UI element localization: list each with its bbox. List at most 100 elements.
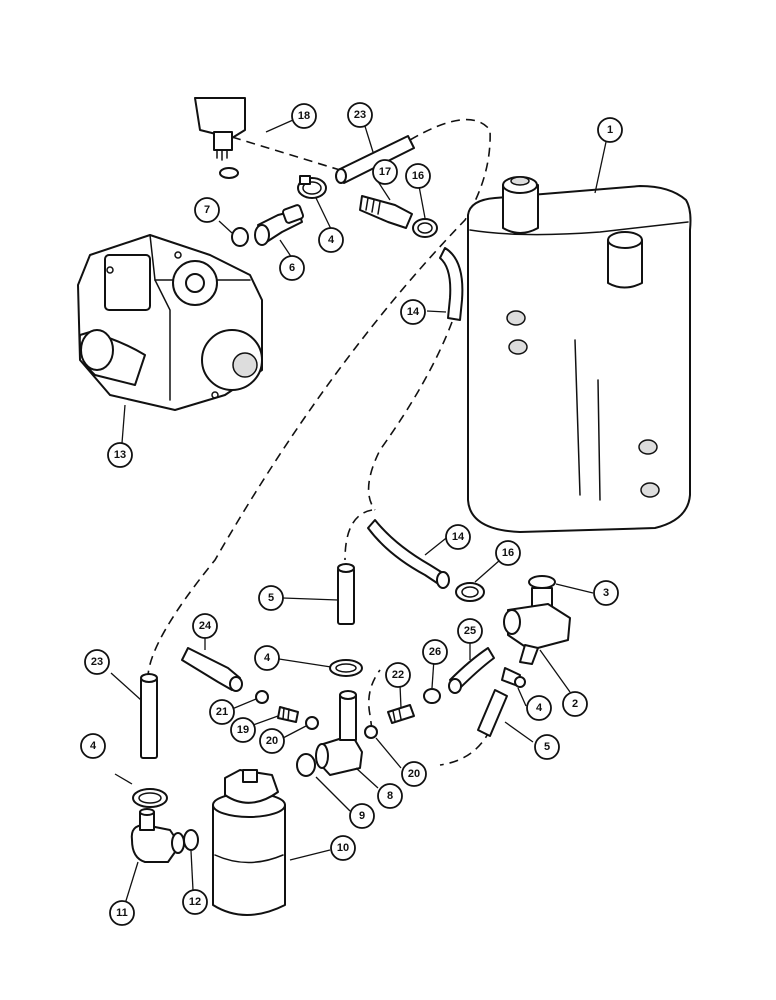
hose-clamp-top [297,175,327,199]
filter-canister [212,769,286,916]
callout-9-label: 9 [359,810,365,822]
callout-10-label: 10 [337,842,349,854]
callout-26: 26 [422,639,448,665]
callout-18: 18 [291,103,317,129]
oring-12 [183,829,199,851]
callout-1-label: 1 [607,124,613,136]
hose-clamp-26 [423,688,441,704]
hose-clamp-lower-left [132,788,168,808]
callout-6-label: 6 [289,262,295,274]
callout-4-center: 4 [254,645,280,671]
fitting-small-4 [501,667,526,688]
callout-8-label: 8 [387,790,393,802]
leader-lines [110,119,607,905]
callout-16-upper-label: 16 [412,170,424,182]
hose-25 [448,647,495,694]
hose-clamp-center [329,659,363,677]
callout-8: 8 [377,783,403,809]
callout-20-right-label: 20 [408,768,420,780]
callout-17: 17 [372,159,398,185]
callout-11: 11 [109,900,135,926]
callout-5-right-label: 5 [544,741,550,753]
callout-4-lower-left-label: 4 [90,740,97,752]
callout-13-label: 13 [114,449,126,461]
callout-23-upper: 23 [347,102,373,128]
fitting-17 [359,195,413,229]
callout-14-upper: 14 [400,299,426,325]
oring-20-left [305,716,319,730]
callout-6: 6 [279,255,305,281]
hose-14-upper [439,247,464,321]
callout-1: 1 [597,117,623,143]
hydraulic-pump [77,234,263,411]
callout-14-lower: 14 [445,524,471,550]
callout-7-label: 7 [204,204,210,216]
reservoir-tank [467,176,692,533]
callout-24: 24 [192,613,218,639]
oring-and-fitting-top [231,204,305,247]
callout-2: 2 [562,691,588,717]
hose-5-center [337,563,355,625]
hose-upper [335,135,415,184]
callout-4-top: 4 [318,227,344,253]
callout-21-label: 21 [216,706,228,718]
fitting-19 [277,706,299,723]
valve-assembly [503,575,571,665]
hose-5-right [477,689,508,737]
hose-14-lower [367,519,450,589]
callout-5-center-label: 5 [268,592,274,604]
callout-19: 19 [230,717,256,743]
callout-12: 12 [182,889,208,915]
valve-block-fragment [194,97,246,179]
oring-21 [255,690,269,704]
callout-14-lower-label: 14 [452,531,465,543]
callout-23-lower-label: 23 [91,656,103,668]
callout-16-lower: 16 [495,540,521,566]
callout-4-right-label: 4 [536,702,543,714]
callout-24-label: 24 [199,620,212,632]
callout-4-center-label: 4 [264,652,271,664]
callout-19-label: 19 [237,724,249,736]
callout-26-label: 26 [429,646,441,658]
callout-7: 7 [194,197,220,223]
callout-3-label: 3 [603,587,609,599]
hose-clamp-16-lower [455,582,485,602]
callout-25: 25 [457,618,483,644]
callout-20-right: 20 [401,761,427,787]
elbow-fitting-11 [130,808,185,863]
callout-11-label: 11 [116,907,128,919]
callout-18-label: 18 [298,110,310,122]
callout-20-left: 20 [259,728,285,754]
callout-25-label: 25 [464,625,476,637]
callout-12-label: 12 [189,896,201,908]
callout-16-upper: 16 [405,163,431,189]
hose-23-lower [140,673,158,759]
callout-21: 21 [209,699,235,725]
callout-3: 3 [593,580,619,606]
oring-20-right [364,725,378,739]
callout-4-lower-left: 4 [80,733,106,759]
elbow-fitting-8 [315,690,363,776]
callout-13: 13 [107,442,133,468]
callout-16-lower-label: 16 [502,547,514,559]
callout-22-label: 22 [392,669,404,681]
callout-23-upper-label: 23 [354,109,366,121]
callout-5-center: 5 [258,585,284,611]
oring-9 [296,753,316,777]
callout-17-label: 17 [379,166,391,178]
callout-10: 10 [330,835,356,861]
callout-22: 22 [385,662,411,688]
callout-4-right: 4 [526,695,552,721]
callout-20-left-label: 20 [266,735,278,747]
fitting-22 [387,704,415,724]
fitting-24 [181,647,243,692]
callout-4-top-label: 4 [328,234,335,246]
callout-9: 9 [349,803,375,829]
callout-2-label: 2 [572,698,578,710]
hose-clamp-16-top [412,218,438,238]
callout-5-right: 5 [534,734,560,760]
callout-23-lower: 23 [84,649,110,675]
callout-14-upper-label: 14 [407,306,420,318]
